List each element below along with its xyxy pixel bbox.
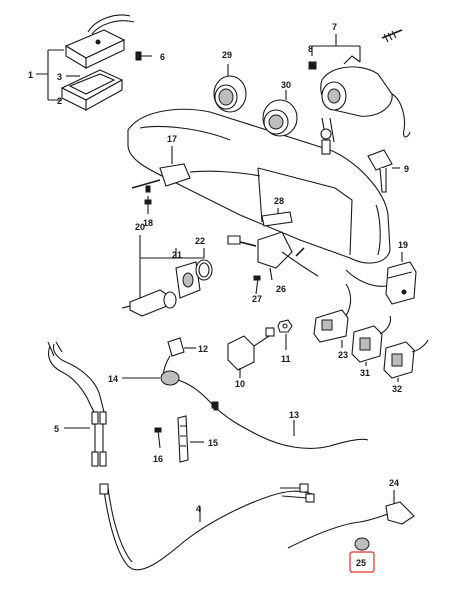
label-part-23: 23 — [338, 350, 348, 360]
handlebar-cover — [127, 108, 391, 264]
label-part-8: 8 — [308, 44, 313, 54]
part-4-harness — [99, 483, 315, 571]
label-part-25: 25 — [356, 558, 366, 568]
part-14-grommet — [122, 370, 180, 386]
label-part-28: 28 — [274, 196, 284, 206]
highlight-box-part-25 — [349, 551, 375, 573]
part-7-ignition-switch — [320, 55, 411, 155]
label-part-16: 16 — [153, 454, 163, 464]
label-part-2: 2 — [57, 96, 62, 106]
label-part-3: 3 — [57, 72, 62, 82]
part-13-wire — [177, 379, 369, 449]
label-part-15: 15 — [208, 438, 218, 448]
label-part-7: 7 — [332, 22, 337, 32]
part-11-nut — [277, 319, 293, 350]
part-5-harness — [47, 341, 107, 467]
label-part-22: 22 — [195, 236, 205, 246]
label-part-4: 4 — [196, 504, 201, 514]
part-17-switch — [131, 163, 261, 193]
part-22-ring — [195, 259, 213, 281]
part-1-cover-assembly — [60, 14, 135, 111]
label-part-14: 14 — [108, 374, 118, 384]
part-16-screw — [154, 427, 162, 449]
part-19-switch — [345, 261, 417, 305]
part-29-gauge — [213, 64, 247, 113]
bracket-lines-1-2-3 — [36, 49, 80, 101]
part-18-screw — [144, 196, 152, 214]
label-part-6: 6 — [160, 52, 165, 62]
part-10-lock-switch — [227, 327, 275, 378]
label-part-29: 29 — [222, 50, 232, 60]
label-part-1: 1 — [28, 70, 33, 80]
part-26-switch-unit — [227, 231, 319, 281]
bracket-lines-7-8 — [311, 34, 361, 62]
part-23-switch — [313, 283, 352, 343]
label-part-17: 17 — [167, 134, 177, 144]
label-part-21: 21 — [172, 250, 182, 260]
part-31-switch — [351, 315, 392, 363]
label-part-12: 12 — [198, 344, 208, 354]
label-part-13: 13 — [289, 410, 299, 420]
part-9-key — [367, 149, 400, 193]
label-part-32: 32 — [392, 384, 402, 394]
label-part-24: 24 — [389, 478, 399, 488]
part-15-bracket — [177, 415, 204, 463]
label-part-19: 19 — [398, 240, 408, 250]
part-6-screw — [135, 51, 152, 61]
label-part-31: 31 — [360, 368, 370, 378]
label-part-30: 30 — [281, 80, 291, 90]
part-32-switch — [383, 339, 429, 379]
part-28-plate — [261, 211, 293, 227]
label-part-27: 27 — [252, 294, 262, 304]
top-right-arrow-mark — [381, 29, 403, 43]
part-24-switch-wire — [287, 490, 415, 549]
bracket-lines-20 — [139, 235, 205, 300]
part-30-gauge — [262, 90, 298, 137]
label-part-11: 11 — [281, 354, 291, 364]
label-part-26: 26 — [276, 284, 286, 294]
label-part-10: 10 — [235, 379, 245, 389]
label-part-18: 18 — [143, 218, 153, 228]
part-20-lock — [121, 289, 177, 317]
label-part-9: 9 — [404, 164, 409, 174]
part-21-bezel — [175, 261, 201, 299]
part-27-screw — [253, 275, 261, 295]
label-part-20: 20 — [135, 222, 145, 232]
part-25-cap — [354, 537, 370, 551]
label-part-5: 5 — [54, 424, 59, 434]
part-8-screw — [308, 61, 317, 70]
